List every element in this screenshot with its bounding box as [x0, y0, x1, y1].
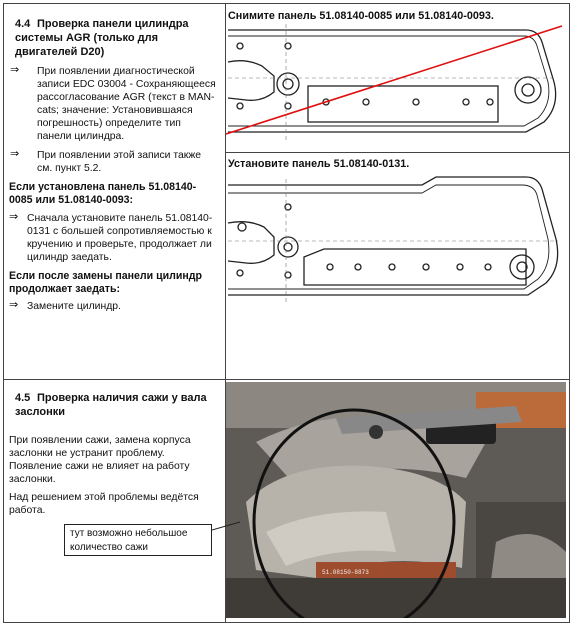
if-still-sticking-heading: Если после замены панели цилиндр продолж…	[9, 269, 202, 295]
caption-install-panel: Установите панель 51.08140-0131.	[228, 158, 410, 170]
soot-area-circle	[252, 408, 456, 618]
bullet-see-also: ⇒ При появлении этой записи также см. пу…	[5, 148, 217, 175]
photo-part-number: 51.08150-8873	[322, 569, 369, 576]
old-panel-drawing	[226, 24, 563, 140]
soot-callout: тут возможно небольшое количество сажи	[64, 524, 212, 556]
row-divider-main	[4, 379, 570, 380]
step-install-panel-text: Сначала установите панель 51.08140-0131 …	[27, 212, 213, 263]
layout-grid	[3, 3, 570, 623]
section-4-5-title: Проверка наличия сажи у вала заслонки	[15, 392, 207, 418]
section-4-4-number: 4.4	[15, 18, 31, 30]
arrow-bullet-icon: ⇒	[10, 64, 20, 77]
step-replace-cylinder: ⇒ Замените цилиндр.	[5, 299, 217, 313]
column-divider	[225, 4, 226, 622]
section-4-4-title: Проверка панели цилиндра системы AGR (то…	[15, 18, 189, 58]
new-panel-drawing	[227, 176, 559, 305]
callout-leader-line	[212, 521, 241, 531]
step-install-panel: ⇒ Сначала установите панель 51.08140-013…	[5, 210, 217, 264]
if-installed-heading: Если установлена панель 51.08140-0085 ил…	[9, 181, 197, 207]
bullet-diagnostic-text: При появлении диагностической записи EDC…	[37, 66, 216, 143]
work-in-progress-paragraph: Над решением этой проблемы ведётся работ…	[9, 491, 199, 516]
arrow-bullet-icon: ⇒	[10, 148, 20, 161]
bullet-see-also-text: При появлении этой записи также см. пунк…	[37, 150, 202, 175]
step-replace-cylinder-text: Замените цилиндр.	[27, 301, 121, 313]
bullet-diagnostic: ⇒ При появлении диагностической записи E…	[5, 64, 217, 143]
engine-photo: 51.08150-8873	[226, 382, 566, 618]
caption-remove-panel: Снимите панель 51.08140-0085 или 51.0814…	[228, 10, 494, 22]
section-4-5-number: 4.5	[15, 392, 31, 404]
arrow-bullet-icon: ⇒	[9, 210, 19, 223]
cross-out-line	[226, 25, 563, 135]
soot-paragraph: При появлении сажи, замена корпуса засло…	[9, 434, 191, 485]
row-divider-right	[225, 152, 570, 153]
arrow-bullet-icon: ⇒	[9, 299, 19, 312]
